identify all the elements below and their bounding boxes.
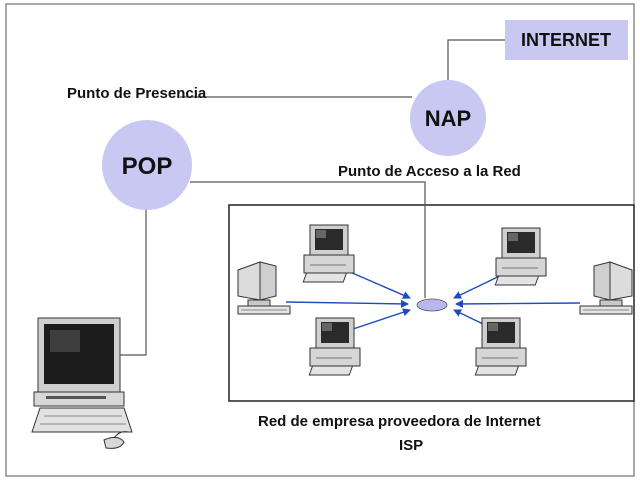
pop-user-link (120, 205, 147, 356)
nap-node: NAP (410, 80, 486, 156)
nap-circle (410, 80, 486, 156)
isp-label-line2: ISP (399, 437, 423, 454)
hub-node (416, 298, 448, 312)
pop-label: POP (122, 153, 173, 180)
punto-acceso-label: Punto de Acceso a la Red (338, 163, 521, 180)
desktop-computer-icon (494, 227, 547, 286)
desktop-computer-icon (308, 317, 361, 376)
internet-box (505, 20, 628, 60)
punto-presencia-label: Punto de Presencia (67, 85, 207, 102)
isp-network-box (228, 204, 635, 402)
connection-lines (120, 39, 505, 356)
arrow-from-ws-bottom-left (349, 308, 411, 331)
arrow-from-term-left (285, 299, 409, 308)
nap-label: NAP (425, 106, 471, 131)
crt-terminal-icon (237, 261, 291, 315)
desktop-computer-icon (474, 317, 527, 376)
pop-circle (102, 120, 192, 210)
desktop-computer-icon (302, 224, 355, 283)
arrow-from-term-right (455, 299, 581, 308)
pop-isp-link (190, 181, 426, 298)
internet-node: INTERNET (505, 20, 628, 60)
isp-label-line1: Red de empresa proveedora de Internet (258, 413, 541, 430)
pop-node: POP (102, 120, 192, 210)
crt-terminal-icon (579, 261, 633, 315)
arrow-from-ws-top-left (349, 271, 411, 299)
internet-label: INTERNET (521, 30, 611, 50)
user-computer-icon (31, 317, 133, 449)
